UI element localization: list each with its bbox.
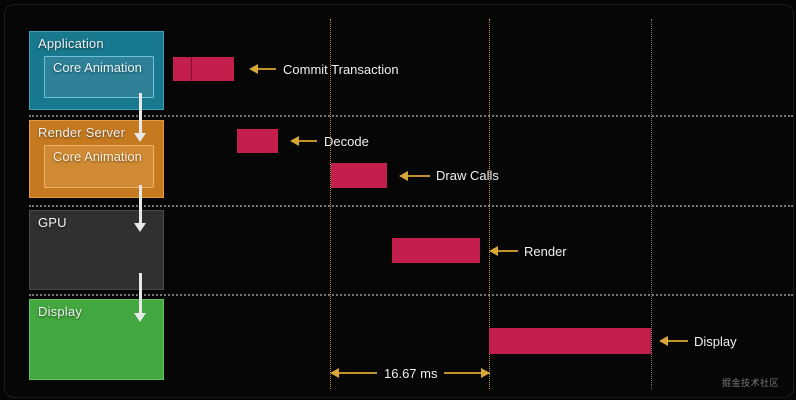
measure-arrowhead-left (330, 368, 339, 378)
inner-box-application-core-animation: Core Animation (44, 56, 154, 98)
flow-arrowhead-render-server-to-gpu (134, 223, 146, 232)
inner-box-render-server-core-animation: Core Animation (44, 145, 154, 188)
flow-arrow-gpu-to-display (139, 273, 142, 315)
callout-label-render: Render (524, 244, 567, 259)
inner-label-application-core-animation: Core Animation (53, 60, 142, 75)
callout-arrowhead-draw-calls (399, 171, 408, 181)
gridline-frame-start (330, 19, 331, 389)
callout-line-draw-calls (408, 175, 430, 177)
flow-arrowhead-application-to-render-server (134, 133, 146, 142)
stage-label-gpu: GPU (38, 215, 67, 230)
callout-line-render (498, 250, 518, 252)
callout-label-display-bar: Display (694, 334, 737, 349)
timeline-bar-draw-calls[interactable] (331, 163, 387, 188)
flow-arrowhead-gpu-to-display (134, 313, 146, 322)
lane-separator-renderserver-gpu (29, 205, 793, 207)
flow-arrow-render-server-to-gpu (139, 185, 142, 225)
timeline-bar-render[interactable] (392, 238, 480, 263)
callout-label-decode: Decode (324, 134, 369, 149)
callout-line-commit-transaction (258, 68, 276, 70)
stage-box-application: Application Core Animation (29, 31, 164, 110)
stage-label-application: Application (38, 36, 104, 51)
stage-box-gpu: GPU (29, 210, 164, 290)
callout-arrowhead-commit-transaction (249, 64, 258, 74)
stage-box-render-server: Render Server Core Animation (29, 120, 164, 198)
gridline-frame-end (651, 19, 652, 389)
callout-arrowhead-decode (290, 136, 299, 146)
stage-box-display: Display (29, 299, 164, 380)
gridline-frame-mid (489, 19, 490, 389)
timeline-bar-decode[interactable] (237, 129, 278, 153)
callout-arrowhead-display-bar (659, 336, 668, 346)
stage-label-display: Display (38, 304, 83, 319)
lane-separator-gpu-display (29, 294, 793, 296)
flow-arrow-application-to-render-server (139, 93, 142, 135)
inner-label-render-server-core-animation: Core Animation (53, 149, 142, 164)
watermark-text: 掘金技术社区 (721, 378, 779, 388)
diagram-canvas: Application Core Animation Render Server… (4, 4, 794, 398)
timeline-bar-commit-transaction-segment-2[interactable] (192, 57, 234, 81)
callout-line-display-bar (668, 340, 688, 342)
timeline-bar-display[interactable] (489, 328, 651, 354)
callout-label-draw-calls: Draw Calls (436, 168, 499, 183)
stage-label-render-server: Render Server (38, 125, 126, 140)
timeline-bar-commit-transaction-segment-1[interactable] (173, 57, 192, 81)
callout-arrowhead-render (489, 246, 498, 256)
callout-line-decode (299, 140, 317, 142)
lane-separator-application-renderserver (29, 115, 793, 117)
callout-label-commit-transaction: Commit Transaction (283, 62, 399, 77)
measure-arrowhead-right (481, 368, 490, 378)
measure-label-frame-duration: 16.67 ms (377, 366, 445, 381)
